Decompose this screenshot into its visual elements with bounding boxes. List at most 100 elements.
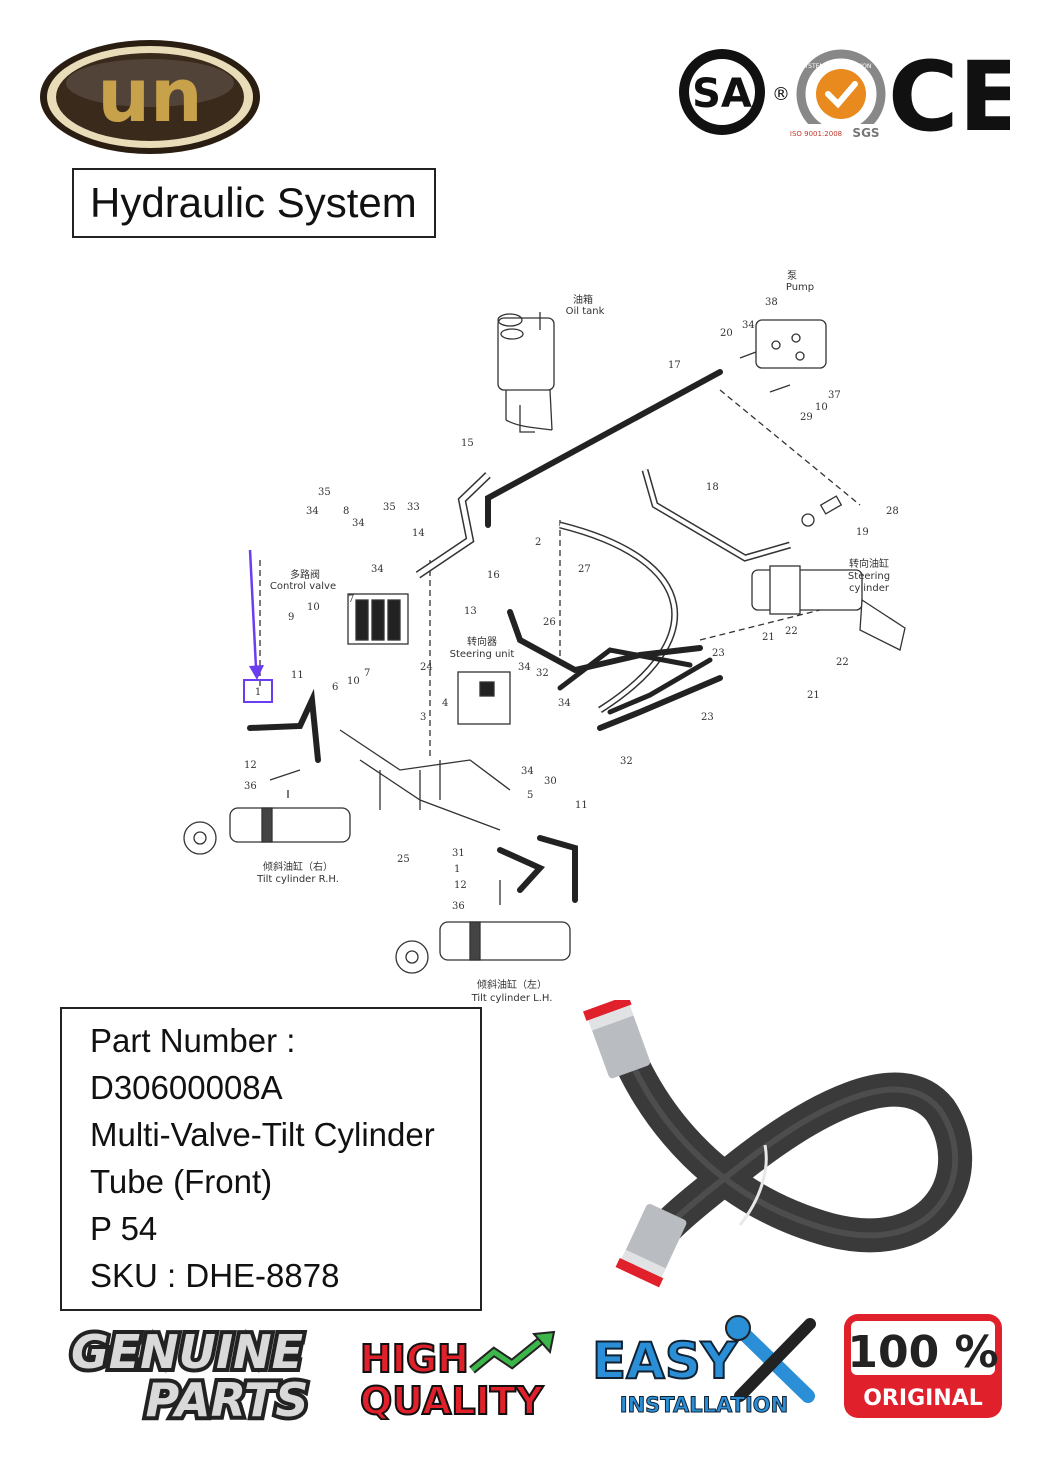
hydraulic-diagram: 泵 Pump 油箱 Oil tank 多路阀 Control valve 转向器… [183, 270, 906, 1004]
part-callout: 32 [620, 756, 633, 767]
sgs-text: SGS [852, 126, 879, 140]
part-callout: 27 [578, 564, 591, 575]
certification-marks: SA ® SYSTEM CERTIFICATION ISO 9001:2008 … [679, 44, 1010, 140]
part-callout: 17 [668, 360, 681, 371]
part-callout: 13 [464, 606, 477, 617]
control-valve-label: Control valve [270, 581, 336, 592]
part-callout: 34 [306, 506, 319, 517]
page-reference: P 54 [90, 1210, 158, 1247]
oil-tank-label: Oil tank [566, 306, 605, 317]
diagram-callouts: 泵 Pump 油箱 Oil tank 多路阀 Control valve 转向器… [256, 270, 890, 1004]
part-callout: 7 [364, 668, 370, 679]
diagram-linework [183, 312, 906, 974]
percent-text: 100 % [847, 1327, 998, 1378]
part-callout: 12 [244, 760, 257, 771]
part-callout: 21 [762, 632, 775, 643]
brand-logo: un [40, 40, 260, 154]
part-callout: 19 [856, 527, 869, 538]
part-callout: 14 [412, 528, 425, 539]
installation-text: INSTALLATION [620, 1393, 788, 1417]
part-callout: 36 [244, 781, 257, 792]
control-valve-label-cn: 多路阀 [290, 568, 320, 581]
steering-cylinder-label-cn: 转向油缸 [849, 557, 889, 570]
genuine-text: GENUINE [71, 1325, 303, 1379]
part-callout: 10 [347, 676, 360, 687]
steering-cylinder-label-2: cylinder [849, 583, 890, 594]
part-callout: 2 [535, 537, 541, 548]
easy-text: EASY [592, 1332, 738, 1390]
part-callout: 16 [487, 570, 500, 581]
diagram-hoses [247, 369, 723, 903]
part-callout: 34 [352, 518, 365, 529]
part-callout: 1 [454, 864, 460, 875]
part-callout: 3 [420, 712, 426, 723]
part-callout: 31 [452, 848, 465, 859]
easy-installation-badge: EASY INSTALLATION [591, 1315, 816, 1418]
part-callout: 22 [785, 626, 798, 637]
steering-unit-label-cn: 转向器 [467, 635, 497, 648]
part-callout: 6 [332, 682, 338, 693]
part-callout: 7 [348, 594, 354, 605]
part-callout: 29 [800, 412, 813, 423]
part-callout: 12 [454, 880, 467, 891]
part-callout: 22 [836, 657, 849, 668]
tilt-rh-label: Tilt cylinder R.H. [256, 874, 339, 885]
csa-text: SA [692, 71, 752, 117]
csa-mark: SA ® [679, 49, 790, 135]
registered-mark: ® [772, 84, 790, 105]
original-text: ORIGINAL [863, 1386, 983, 1411]
part-number-label: Part Number : [90, 1022, 296, 1059]
highlight-part-label: 1 [255, 687, 261, 698]
part-callout: 34 [371, 564, 384, 575]
quality-text: QUALITY [360, 1379, 544, 1420]
part-callout: 35 [318, 487, 331, 498]
part-callout: 15 [461, 438, 474, 449]
part-callout: 34 [521, 766, 534, 777]
original-badge: 100 % ORIGINAL [844, 1314, 1002, 1418]
part-description-line-2: Tube (Front) [90, 1163, 273, 1200]
part-callout: 33 [407, 502, 420, 513]
ce-mark: CE [888, 44, 1010, 140]
sku: SKU : DHE-8878 [90, 1257, 340, 1294]
part-callout: 26 [543, 617, 556, 628]
part-callout: 34 [558, 698, 571, 709]
brand-logo-text: un [97, 53, 202, 139]
genuine-parts-badge: GENUINE GENUINE PARTS PARTS [67, 1322, 313, 1422]
part-info-box: Part Number : D30600008A Multi-Valve-Til… [60, 1007, 482, 1311]
page-title: Hydraulic System [72, 168, 436, 238]
tilt-lh-label-cn: 倾斜油缸（左） [477, 978, 547, 991]
iso-standard-text: ISO 9001:2008 [790, 130, 842, 138]
part-callout: 10 [815, 402, 828, 413]
parts-text: PARTS [146, 1373, 309, 1422]
part-callout: 9 [288, 612, 294, 623]
part-callout: 8 [343, 506, 349, 517]
part-callout: 5 [527, 790, 533, 801]
genuine-outline-1: GENUINE [71, 1325, 303, 1379]
part-callout: 24 [420, 662, 433, 673]
iso-sgs-mark: SYSTEM CERTIFICATION ISO 9001:2008 SGS [790, 49, 888, 140]
part-callout: 11 [575, 800, 588, 811]
high-text: HIGH [360, 1337, 469, 1381]
part-callout: 30 [544, 776, 557, 787]
steering-unit-label: Steering unit [450, 649, 515, 660]
part-callout: 34 [742, 320, 755, 331]
part-callout: 34 [518, 662, 531, 673]
part-callout: 23 [701, 712, 714, 723]
tilt-lh-label: Tilt cylinder L.H. [471, 993, 553, 1004]
part-description-line-1: Multi-Valve-Tilt Cylinder [90, 1116, 435, 1153]
genuine-outline-2: PARTS [146, 1373, 309, 1422]
part-callout: 25 [397, 854, 410, 865]
high-quality-badge: HIGH QUALITY [359, 1330, 556, 1420]
part-callout: 28 [886, 506, 899, 517]
part-callout: 20 [720, 328, 733, 339]
part-callout: 11 [291, 670, 304, 681]
part-callout: 18 [706, 482, 719, 493]
highlight-marker: 1 [243, 549, 273, 703]
trend-up-icon [531, 1330, 556, 1355]
pump-label: Pump [786, 282, 814, 293]
part-callout: 32 [536, 668, 549, 679]
part-callout: 4 [442, 698, 448, 709]
part-callout: 21 [807, 690, 820, 701]
tools-icon [725, 1315, 816, 1403]
